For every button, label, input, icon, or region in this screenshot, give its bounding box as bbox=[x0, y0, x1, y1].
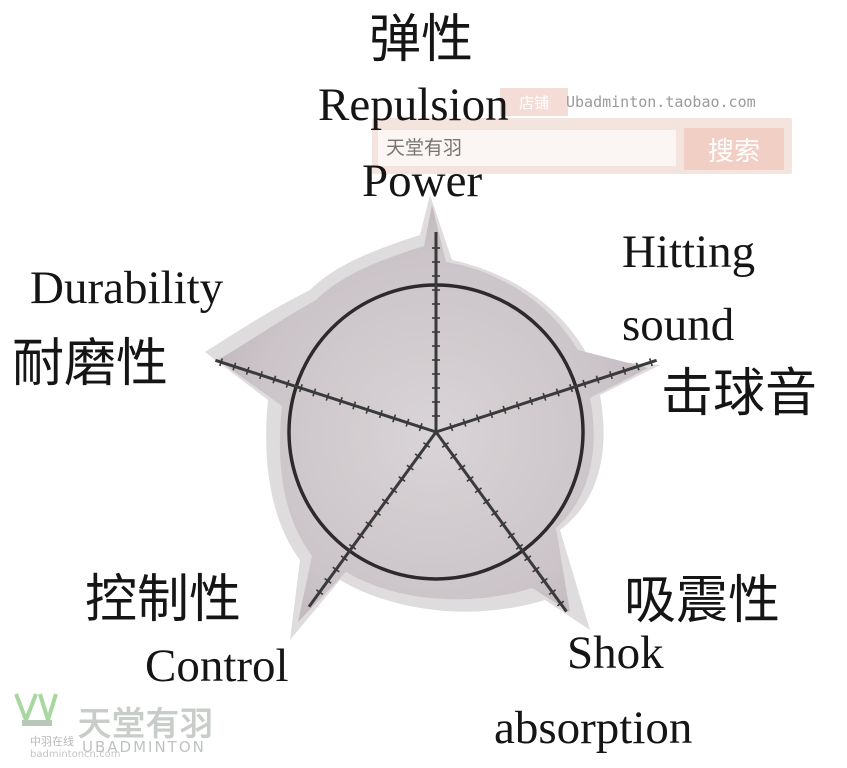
axis-label-durability-zh: 耐磨性 bbox=[12, 334, 169, 394]
axis-shock-tick bbox=[441, 441, 450, 448]
axis-control-tick bbox=[357, 532, 365, 539]
axis-durability-tick bbox=[245, 366, 250, 375]
axis-control-tick bbox=[398, 475, 406, 482]
shop-url[interactable]: Ubadminton.taobao.com bbox=[566, 93, 756, 111]
axis-shock-tick bbox=[548, 589, 557, 596]
axis-durability-tick bbox=[392, 414, 397, 423]
axis-control-tick bbox=[381, 498, 390, 505]
axis-shock-tick bbox=[532, 566, 540, 573]
logo-name-en: UBADMINTON bbox=[82, 738, 206, 756]
search-input[interactable] bbox=[378, 130, 676, 166]
axis-control-tick bbox=[332, 566, 340, 573]
axis-hitting-tick bbox=[569, 384, 574, 393]
axis-label-durability-en: Durability bbox=[30, 262, 224, 314]
axis-hitting-tick bbox=[489, 410, 494, 419]
axis-shock-tick bbox=[474, 487, 483, 494]
logo-small-url: badmintoncn.com bbox=[30, 749, 121, 760]
axis-label-shock-zh: 吸震性 bbox=[624, 571, 781, 631]
axis-control-tick bbox=[340, 555, 348, 562]
axis-control-tick bbox=[389, 487, 398, 494]
axis-control-tick bbox=[422, 441, 431, 448]
axis-hitting-tick bbox=[475, 414, 480, 423]
axis-shock-tick bbox=[482, 498, 491, 505]
axis-hitting-tick bbox=[529, 397, 534, 406]
axis-control-tick bbox=[406, 464, 414, 471]
search-button[interactable]: 搜索 bbox=[684, 128, 784, 170]
axis-hitting-tick bbox=[648, 358, 653, 367]
axis-label-repulsion-zh: 弹性 bbox=[369, 10, 474, 70]
axes-group bbox=[214, 232, 658, 613]
axis-control-tick bbox=[324, 577, 332, 584]
axis-hitting-tick bbox=[555, 388, 560, 397]
axis-label-shock-en-1: Shok bbox=[567, 627, 664, 679]
axis-hitting-tick bbox=[449, 423, 454, 432]
axis-shock-tick bbox=[540, 577, 548, 584]
axis-hitting-tick bbox=[595, 375, 600, 384]
axis-durability-tick bbox=[232, 362, 237, 371]
axis-hitting-tick bbox=[515, 401, 520, 410]
axis-durability-tick bbox=[312, 388, 317, 397]
axis-durability-tick bbox=[405, 418, 410, 427]
axis-durability-tick bbox=[338, 397, 343, 406]
axis-shock-tick bbox=[524, 555, 532, 562]
axis-hitting-tick bbox=[635, 362, 640, 371]
axis-shock-tick bbox=[491, 509, 499, 516]
axis-label-hitting-en-2: sound bbox=[622, 299, 735, 351]
axis-control-tick bbox=[365, 521, 373, 528]
axis-durability-tick bbox=[352, 401, 357, 410]
axis-label-repulsion-en-2: Power bbox=[362, 155, 483, 207]
axis-label-control-en: Control bbox=[145, 640, 289, 692]
axis-hitting-tick bbox=[609, 371, 613, 380]
axis-control-tick bbox=[348, 543, 357, 550]
axis-durability bbox=[214, 358, 437, 434]
axis-shock-tick bbox=[449, 453, 458, 460]
axis-durability-tick bbox=[272, 375, 277, 384]
axis-control bbox=[307, 431, 438, 608]
axis-hitting-tick bbox=[502, 405, 507, 414]
axis-shock-tick bbox=[458, 464, 466, 471]
axis-durability-tick bbox=[298, 384, 303, 393]
axis-shock bbox=[434, 431, 568, 613]
shuttlecock-logo-icon bbox=[14, 693, 58, 727]
axis-shock-tick bbox=[556, 600, 565, 607]
axis-durability-tick bbox=[219, 358, 224, 367]
axis-durability-tick bbox=[365, 405, 370, 414]
axis-control-tick bbox=[373, 509, 381, 516]
axis-hitting-tick bbox=[542, 392, 547, 401]
axis-label-repulsion-en-1: Repulsion bbox=[318, 79, 509, 131]
axis-hitting-tick bbox=[582, 379, 587, 388]
axis-label-hitting-en-1: Hitting bbox=[622, 226, 756, 278]
axis-durability-tick bbox=[325, 392, 330, 401]
axis-shock-tick bbox=[466, 475, 474, 482]
axis-label-control-zh: 控制性 bbox=[85, 570, 242, 630]
axis-control-tick bbox=[414, 453, 423, 460]
axis-durability-tick bbox=[378, 410, 383, 419]
axis-shock-tick bbox=[499, 521, 507, 528]
axis-hitting-tick bbox=[462, 418, 467, 427]
axis-hitting bbox=[435, 358, 658, 434]
axis-shock-tick bbox=[515, 543, 524, 550]
shop-tag: 店铺 bbox=[500, 88, 568, 116]
axis-durability-tick bbox=[285, 379, 290, 388]
axis-durability-tick bbox=[418, 423, 423, 432]
axis-label-hitting-zh: 击球音 bbox=[661, 364, 818, 424]
logo-name-cn: 天堂有羽 bbox=[78, 704, 214, 743]
axis-shock-tick bbox=[507, 532, 515, 539]
axis-control-tick bbox=[315, 589, 324, 596]
axis-durability-tick bbox=[259, 371, 263, 380]
axis-hitting-tick bbox=[622, 366, 627, 375]
shape-fill bbox=[218, 205, 648, 622]
axis-label-shock-en-2: absorption bbox=[494, 702, 693, 754]
logo-small-cn: 中羽在线 bbox=[30, 735, 74, 748]
